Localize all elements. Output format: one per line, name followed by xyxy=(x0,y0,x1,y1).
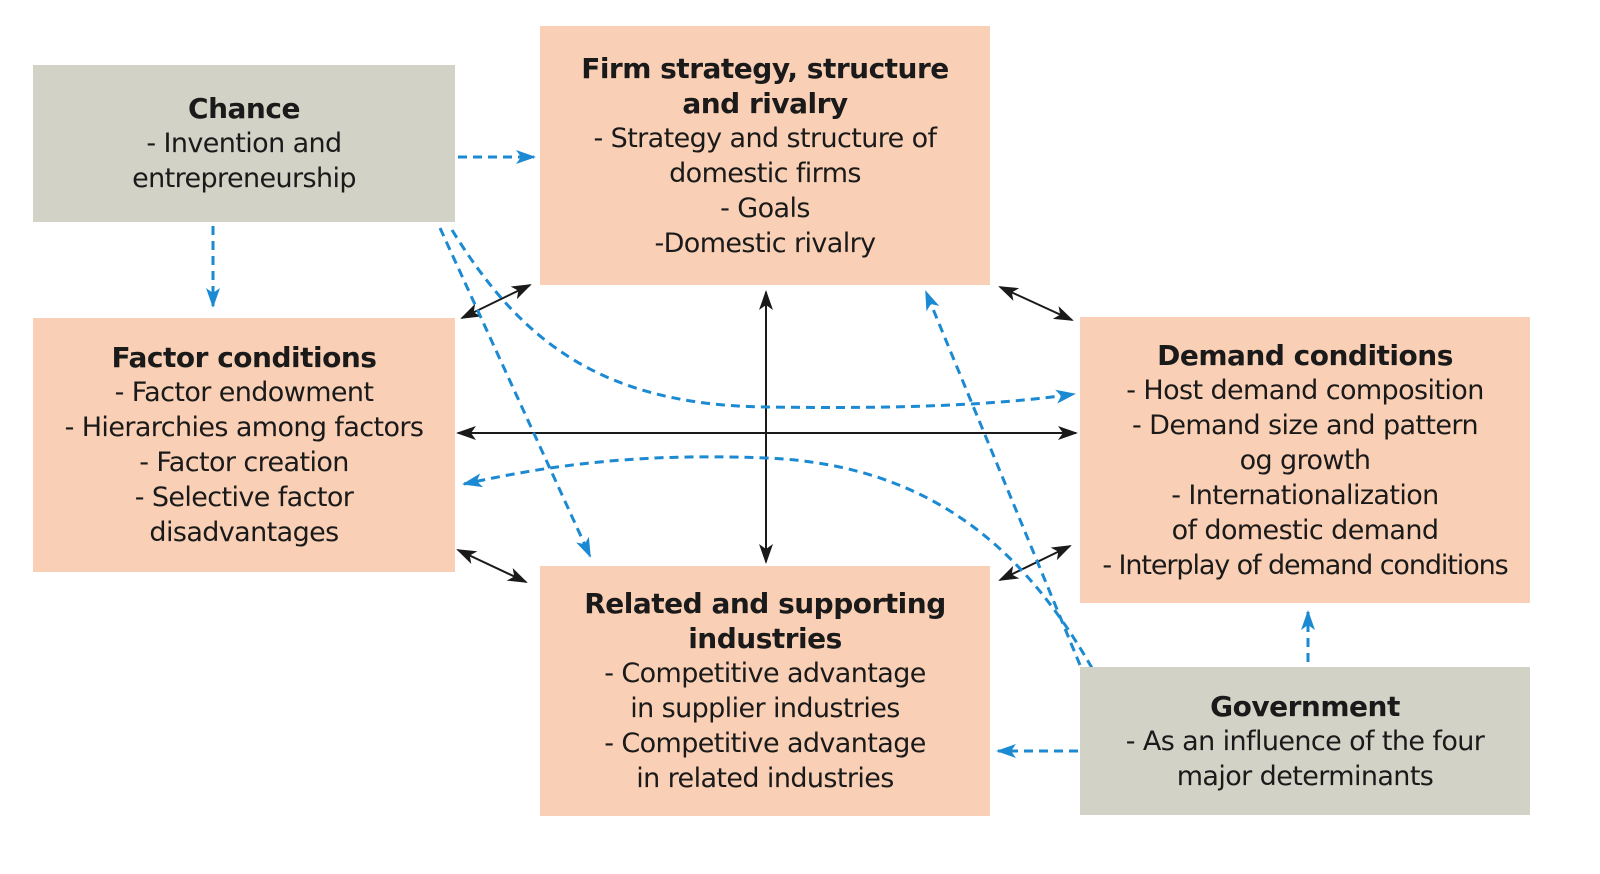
factor-line: disadvantages xyxy=(149,517,339,548)
demand-line: og growth xyxy=(1239,444,1371,476)
factor-line: - Factor creation xyxy=(139,447,349,478)
factor-line: - Selective factor xyxy=(134,482,354,513)
related-line: - Competitive advantage xyxy=(604,658,926,689)
demand-line: of domestic demand xyxy=(1171,514,1439,546)
arrow-firm-demand xyxy=(998,286,1074,321)
chance-line: entrepreneurship xyxy=(132,163,356,194)
demand-line: - Interplay of demand conditions xyxy=(1102,549,1508,581)
government-title: Government xyxy=(1210,689,1400,723)
firm-strategy-box: Firm strategy, structure and rivalry - S… xyxy=(540,26,990,285)
firm-title: Firm strategy, structure xyxy=(581,51,949,85)
related-industries-box: Related and supporting industries - Comp… xyxy=(540,566,990,816)
chance-line: - Invention and xyxy=(146,128,342,159)
firm-line: - Goals xyxy=(720,192,810,224)
related-line: in related industries xyxy=(636,763,894,794)
related-title: industries xyxy=(688,622,842,655)
demand-line: - Host demand composition xyxy=(1126,374,1484,406)
factor-line: - Hierarchies among factors xyxy=(64,412,424,443)
firm-line: domestic firms xyxy=(669,157,861,189)
factor-line: - Factor endowment xyxy=(114,377,374,408)
government-line: major determinants xyxy=(1176,760,1434,792)
demand-line: - Demand size and pattern xyxy=(1132,409,1479,441)
chance-box: Chance - Invention and entrepreneurship xyxy=(33,65,455,222)
related-line: - Competitive advantage xyxy=(604,728,926,759)
government-box: Government - As an influence of the four… xyxy=(1080,667,1530,815)
demand-conditions-box: Demand conditions - Host demand composit… xyxy=(1080,317,1530,603)
arrow-related-demand xyxy=(998,545,1072,581)
factor-conditions-box: Factor conditions - Factor endowment - H… xyxy=(33,318,455,572)
firm-title: and rivalry xyxy=(682,86,848,120)
firm-line: - Strategy and structure of xyxy=(593,122,938,154)
related-line: in supplier industries xyxy=(630,693,900,724)
arrow-factor-related xyxy=(456,549,528,583)
arrow-factor-firm xyxy=(460,284,532,319)
related-title: Related and supporting xyxy=(584,587,946,620)
arrow-chance-demand xyxy=(450,229,1076,409)
demand-title: Demand conditions xyxy=(1157,338,1453,372)
firm-line: -Domestic rivalry xyxy=(654,227,876,259)
government-line: - As an influence of the four xyxy=(1125,725,1485,757)
chance-title: Chance xyxy=(188,92,300,125)
factor-title: Factor conditions xyxy=(111,341,377,374)
demand-line: - Internationalization xyxy=(1171,479,1439,511)
arrow-chance-related xyxy=(438,227,592,558)
arrow-government-firm xyxy=(924,290,1082,666)
arrow-government-factor xyxy=(462,455,1094,669)
